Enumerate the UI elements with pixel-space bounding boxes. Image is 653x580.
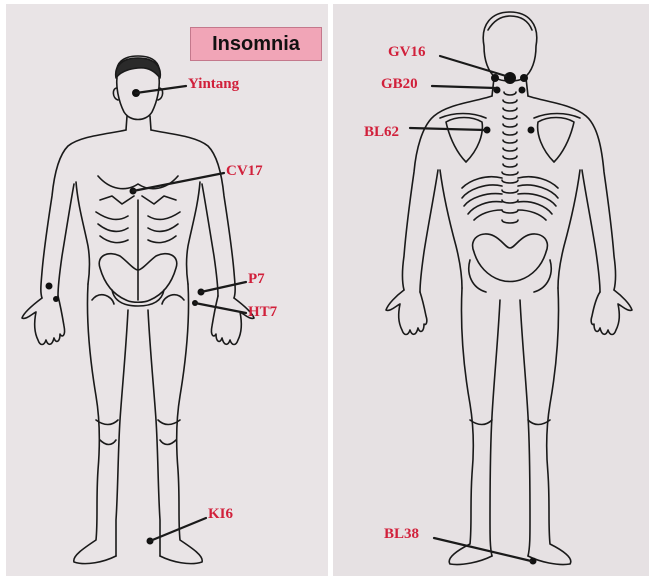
label-gv16: GV16 xyxy=(388,44,426,61)
point-ht7-left xyxy=(53,296,59,302)
title-box: Insomnia xyxy=(190,27,322,61)
page-title: Insomnia xyxy=(212,33,300,56)
front-acupoints xyxy=(46,89,205,545)
front-leader-lines xyxy=(133,86,246,541)
front-body-outline xyxy=(22,56,254,564)
back-leader-lines xyxy=(410,56,531,561)
label-yintang: Yintang xyxy=(188,76,239,93)
point-p7-left xyxy=(46,283,53,290)
label-bl62: BL62 xyxy=(364,124,399,141)
point-bl62-right xyxy=(528,127,535,134)
label-ht7: HT7 xyxy=(248,304,277,321)
point-gb20-right xyxy=(519,87,526,94)
label-ki6: KI6 xyxy=(208,506,233,523)
label-gb20: GB20 xyxy=(381,76,418,93)
label-cv17: CV17 xyxy=(226,163,263,180)
back-acupoints xyxy=(484,72,537,565)
label-bl38: BL38 xyxy=(384,526,419,543)
label-p7: P7 xyxy=(248,271,265,288)
back-body-outline xyxy=(386,12,632,565)
point-gv16 xyxy=(504,72,516,84)
point-gb20-upper-left xyxy=(491,74,499,82)
point-gb20-upper-right xyxy=(520,74,528,82)
